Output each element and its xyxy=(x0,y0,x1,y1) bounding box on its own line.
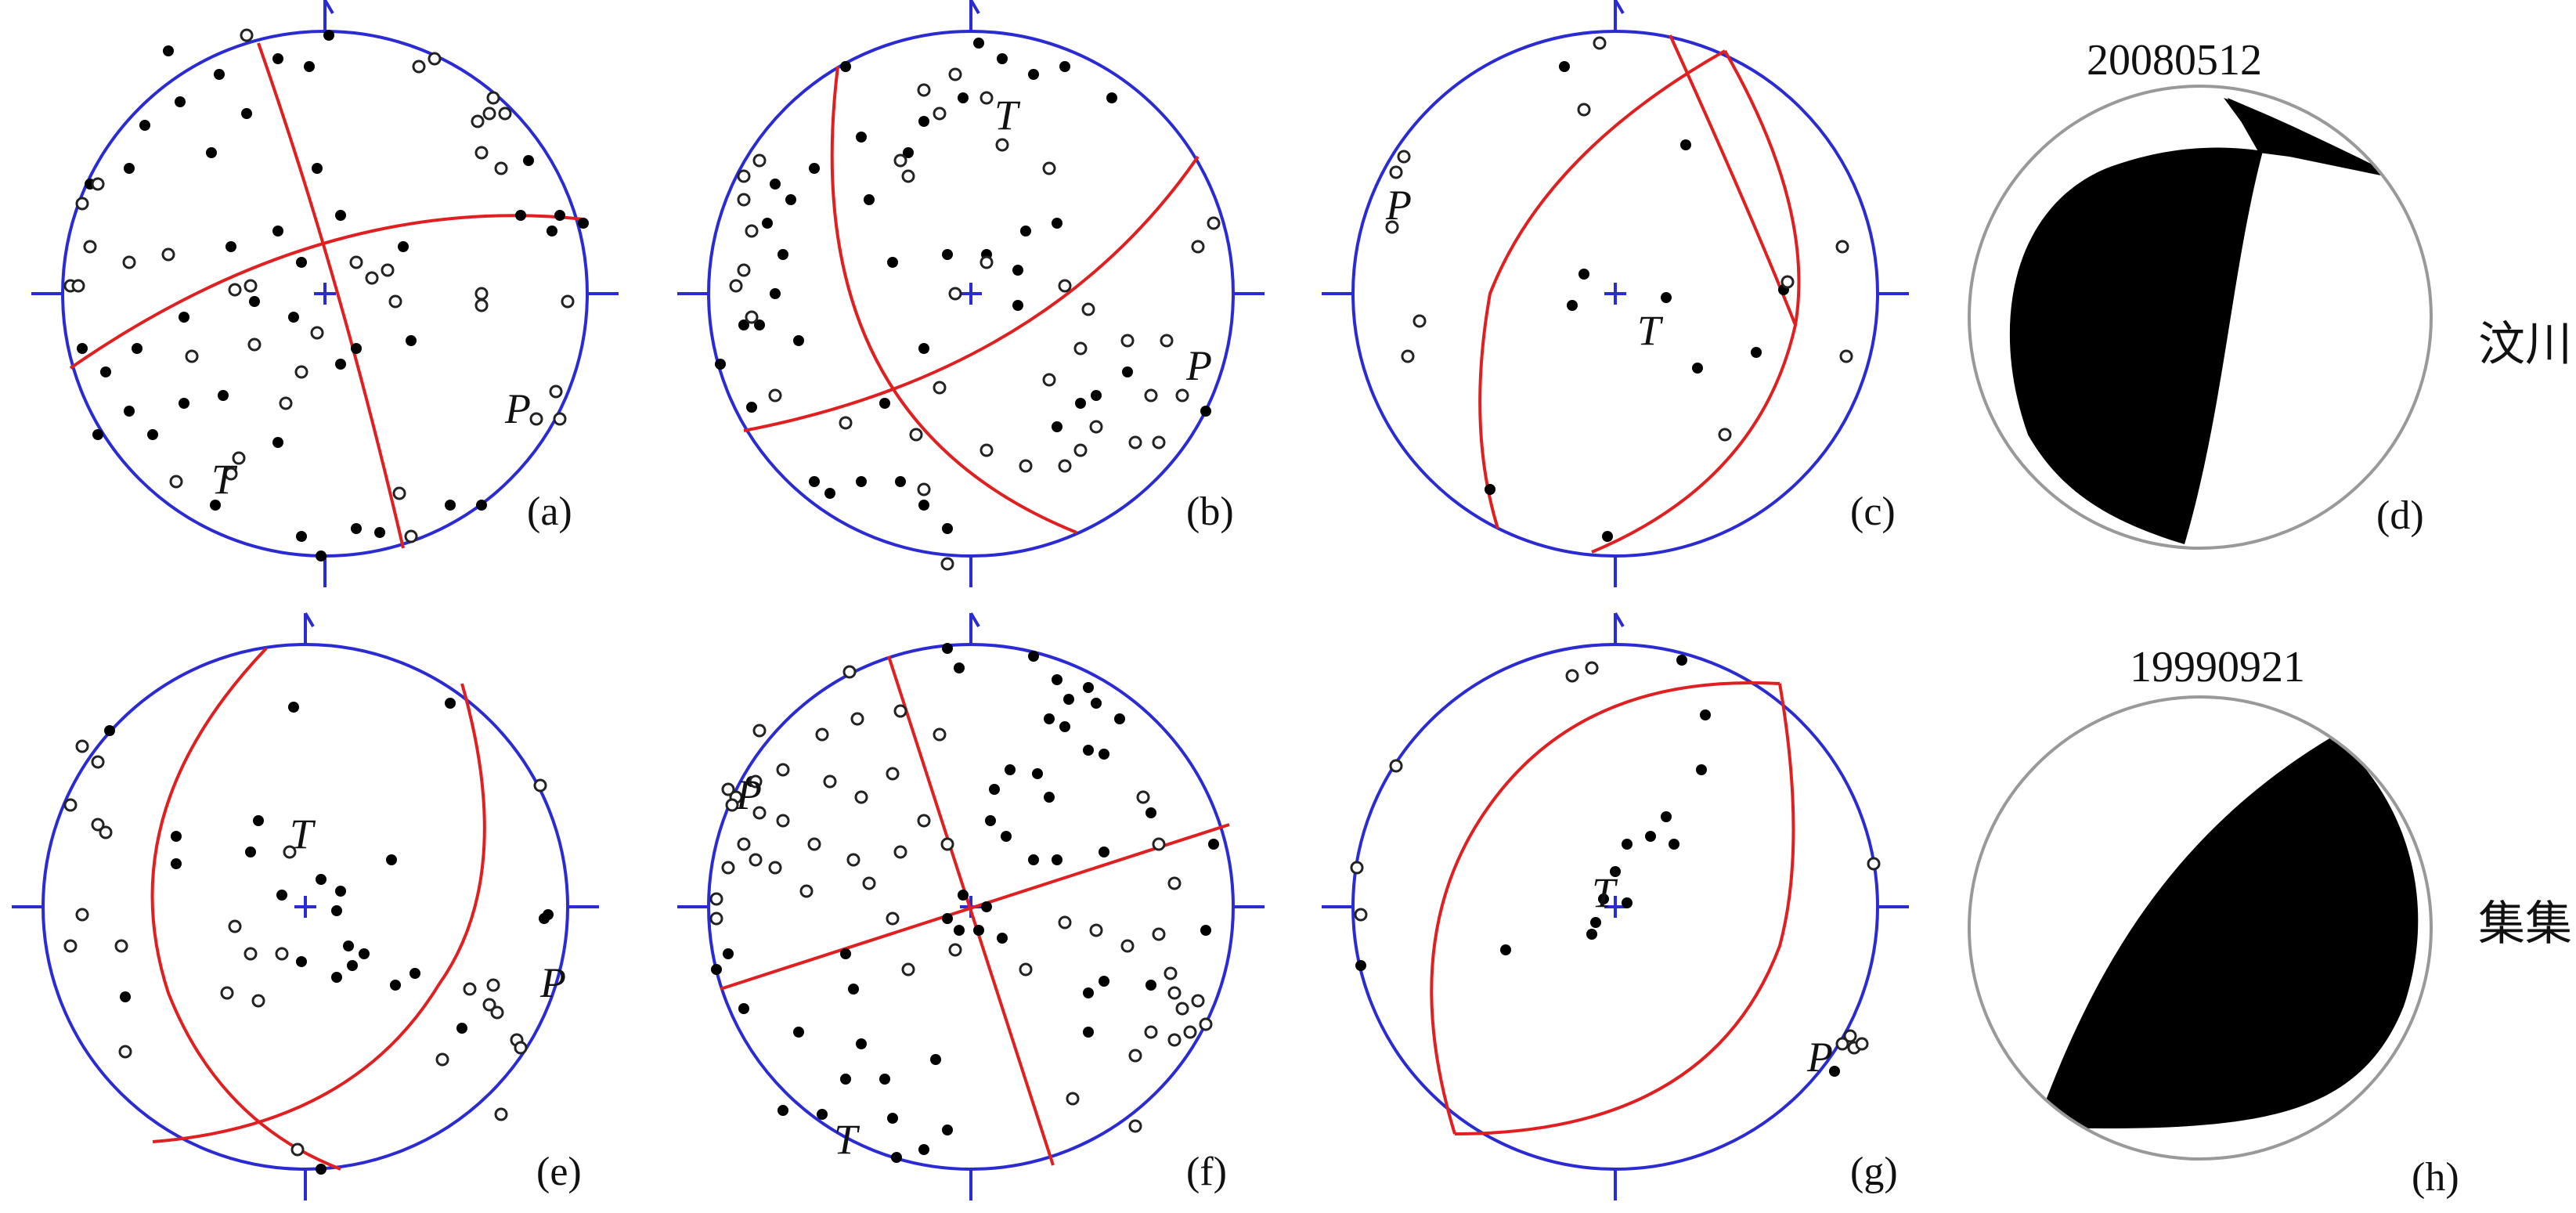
axis-ticks xyxy=(1322,292,1909,587)
beachball-panel-h: 19990921 集集 (h) xyxy=(1968,643,2572,1200)
nodal-plane-1 xyxy=(887,655,1055,1166)
nodal-plane-1 xyxy=(1591,50,1801,554)
nodal-plane-1 xyxy=(257,42,405,549)
p-axis-label: P xyxy=(539,959,566,1006)
north-tick-icon xyxy=(304,612,315,644)
panel-label: (b) xyxy=(1186,489,1234,534)
panel-label: (d) xyxy=(2376,493,2424,538)
axis-ticks xyxy=(12,905,599,1200)
compression-quadrant xyxy=(2224,98,2392,178)
t-axis-label: T xyxy=(834,1116,860,1163)
event-region: 汶川 xyxy=(2478,317,2572,372)
nodal-plane-2 xyxy=(1454,683,1795,1135)
first-motion-points xyxy=(63,698,554,1175)
panel-label: (g) xyxy=(1850,1150,1898,1194)
beachball-panel-d: 20080512 汶川 (d) xyxy=(1968,36,2572,550)
t-axis-label: T xyxy=(211,456,238,503)
nodal-plane-1 xyxy=(1430,681,1780,1135)
stereonet-panel-e: T P (e) xyxy=(12,612,599,1200)
stereonet-panel-c: P T (c) xyxy=(1322,0,1909,587)
first-motion-points xyxy=(63,28,589,561)
dilatation-points xyxy=(729,67,1221,571)
compression-quadrant xyxy=(2036,736,2419,1128)
t-axis-label: T xyxy=(994,92,1021,139)
compression-points xyxy=(1485,61,1789,542)
p-axis-label: P xyxy=(1185,342,1212,389)
dilatation-points xyxy=(63,28,575,543)
north-tick-icon xyxy=(1614,0,1625,31)
north-tick-icon xyxy=(323,0,334,31)
stereonet-panel-b: T P (b) xyxy=(677,0,1265,587)
axis-ticks xyxy=(677,292,1265,587)
dilatation-points xyxy=(709,665,1213,1133)
axis-ticks xyxy=(31,292,619,587)
center-cross-icon xyxy=(314,283,336,305)
stereonet-panel-f: P T (f) xyxy=(677,612,1265,1200)
stereonet-panel-a: P T (a) xyxy=(31,0,619,587)
nodal-plane-2 xyxy=(720,823,1230,991)
center-cross-icon xyxy=(1604,896,1626,918)
first-motion-points xyxy=(1385,36,1853,542)
compression-points xyxy=(711,643,1219,1163)
panel-label: (h) xyxy=(2412,1155,2459,1200)
nodal-plane-3 xyxy=(1669,34,1797,326)
stereonet-panel-g: T P (g) xyxy=(1322,612,1909,1200)
axis-ticks xyxy=(677,905,1265,1200)
event-date: 19990921 xyxy=(2130,643,2305,691)
dilatation-points xyxy=(1350,661,1881,1055)
compression-points xyxy=(77,30,589,561)
t-axis-label: T xyxy=(290,810,316,857)
t-axis-label: T xyxy=(1637,307,1664,354)
center-cross-icon xyxy=(960,283,982,305)
first-motion-points xyxy=(1350,655,1881,1077)
dilatation-points xyxy=(1385,36,1853,442)
center-cross-icon xyxy=(1604,283,1626,305)
compression-quadrant xyxy=(2009,147,2263,545)
north-tick-icon xyxy=(969,612,980,644)
panel-label: (f) xyxy=(1186,1150,1227,1194)
compression-points xyxy=(715,38,1211,534)
north-tick-icon xyxy=(969,0,980,31)
first-motion-points xyxy=(709,643,1219,1163)
nodal-plane-1 xyxy=(150,647,341,1171)
p-axis-label: P xyxy=(1806,1034,1833,1081)
compression-points xyxy=(104,698,554,1175)
compression-quadrant xyxy=(2020,1124,2051,1139)
panel-label: (a) xyxy=(527,489,572,534)
event-date: 20080512 xyxy=(2087,36,2262,85)
panel-label: (e) xyxy=(536,1150,582,1194)
center-cross-icon xyxy=(294,896,316,918)
event-region: 集集 xyxy=(2478,897,2572,951)
axis-ticks xyxy=(1322,905,1909,1200)
p-axis-label: P xyxy=(735,771,762,818)
nodal-plane-2 xyxy=(69,214,584,370)
t-axis-label: T xyxy=(1592,869,1618,916)
beachball-outline xyxy=(1968,695,2433,1161)
north-tick-icon xyxy=(1614,612,1625,644)
nodal-plane-2 xyxy=(1478,49,1726,529)
beachball-outline xyxy=(1968,85,2433,550)
panel-label: (c) xyxy=(1850,489,1896,534)
nodal-plane-1 xyxy=(830,66,1077,534)
nodal-plane-2 xyxy=(743,155,1200,432)
p-axis-label: P xyxy=(504,385,531,432)
nodal-plane-2 xyxy=(152,683,486,1143)
dilatation-points xyxy=(63,739,547,1157)
compression-points xyxy=(1355,655,1840,1077)
p-axis-label: P xyxy=(1385,182,1412,229)
first-motion-points xyxy=(715,38,1221,571)
